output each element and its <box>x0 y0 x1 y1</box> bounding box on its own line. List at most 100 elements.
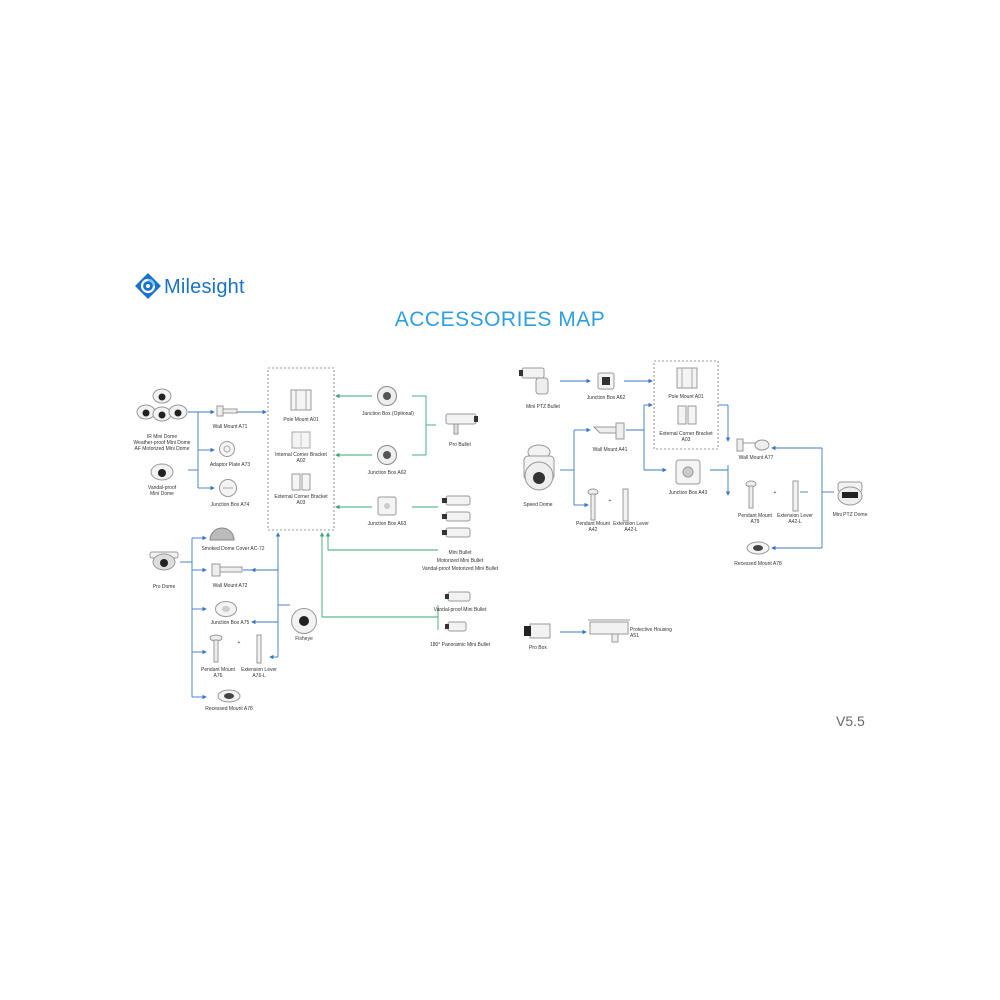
ir-mini-dome-label: IR Mini Dome <box>146 434 178 440</box>
pole-mount-a01-right-icon <box>676 367 698 389</box>
internal-corner-bracket-label-1: Internal Corner Bracket <box>275 452 327 458</box>
extension-lever-a42l-label-2: A42-L <box>624 527 638 533</box>
vandal-dome-icon <box>150 463 174 481</box>
junction-box-a63-icon <box>377 496 397 516</box>
weatherproof-mini-dome-label: Weather-proof Mini Dome <box>133 440 191 446</box>
pro-dome-icon <box>149 551 179 571</box>
extension-lever-a42l-right-icon <box>792 480 799 512</box>
panoramic-bullet-icon <box>445 621 467 632</box>
pro-box-icon <box>524 623 551 639</box>
junction-box-a43-icon <box>675 459 701 485</box>
pole-mount-a01-icon <box>290 389 312 411</box>
protective-housing-label-2: A51 <box>630 633 639 639</box>
external-corner-bracket-label-2: A03 <box>296 500 306 506</box>
wall-mount-a41-icon <box>592 422 625 440</box>
mini-dome-cameras-icon <box>136 388 188 422</box>
plus-sign-center: + <box>608 498 612 504</box>
adaptor-plate-a73-label: Adaptor Plate A73 <box>209 462 251 468</box>
mini-ptz-bullet-label: Mini PTZ Bullet <box>526 404 560 410</box>
junction-box-optional-icon <box>377 386 397 406</box>
mini-ptz-dome-label: Mini PTZ Dome <box>832 512 868 518</box>
pro-bullet-label: Pro Bullet <box>449 442 471 448</box>
pendant-mount-a76-label-2: A76 <box>213 673 223 679</box>
smoked-dome-cover-label: Smoked Dome Cover AC-72 <box>201 546 265 552</box>
pendant-mount-a42-label-2: A42 <box>588 527 598 533</box>
external-corner-bracket-icon <box>291 473 311 491</box>
extension-lever-a42l-label-1: Extension Lever <box>613 521 649 527</box>
external-corner-bracket-right-label-1: External Corner Bracket <box>659 431 713 437</box>
fisheye-icon <box>291 608 317 634</box>
panoramic-mini-bullet-label: 180° Panoramic Mini Bullet <box>429 642 491 648</box>
speed-dome-label: Speed Dome <box>523 502 553 508</box>
internal-corner-bracket-label-2: A02 <box>296 458 306 464</box>
protective-housing-label-1: Protective Housing <box>630 627 672 633</box>
recessed-mount-a78-right-icon <box>746 541 770 555</box>
pendant-mount-a79-label-1: Pendant Mount <box>738 513 772 519</box>
junction-box-optional-label: Junction Box (Optional) <box>362 411 414 417</box>
pendant-mount-a42-icon <box>587 488 599 521</box>
wall-mount-a72-label: Wall Mount A72 <box>212 583 248 589</box>
extension-lever-a42l-right-label-2: A42-L <box>788 519 802 525</box>
vandal-mini-bullet-icon <box>445 591 471 602</box>
junction-box-a75-icon <box>215 601 237 617</box>
milesight-logo-icon <box>135 273 161 299</box>
recessed-mount-a78-right-label: Recessed Mount A78 <box>734 561 782 567</box>
bracket-group-left <box>267 367 335 531</box>
pole-mount-a01-label: Pole Mount A01 <box>283 417 319 423</box>
protective-housing-icon <box>588 619 630 643</box>
junction-box-a63-label: Junction Box A63 <box>367 521 407 527</box>
motorized-mini-bullet-label: Motorized Mini Bullet <box>436 558 484 564</box>
page-title: ACCESSORIES MAP <box>394 308 606 331</box>
junction-box-a75-label: Junction Box A75 <box>210 620 250 626</box>
junction-box-a62-label: Junction Box A62 <box>367 470 407 476</box>
junction-box-a74-icon <box>219 479 237 497</box>
extension-lever-a76l-label-1: Extension Lever <box>241 667 277 673</box>
extension-lever-a76l-label-2: A76-L <box>252 673 266 679</box>
pendant-mount-a42-label-1: Pendant Mount <box>576 521 610 527</box>
mini-ptz-bullet-icon <box>519 367 549 395</box>
version-label: V5.5 <box>836 713 865 729</box>
plus-sign-left: + <box>237 640 241 646</box>
pendant-mount-a79-icon <box>745 480 757 509</box>
pendant-mount-a76-icon <box>209 634 223 663</box>
pendant-mount-a76-label-1: Pendant Mount <box>201 667 235 673</box>
external-corner-bracket-right-label-2: A03 <box>681 437 691 443</box>
pendant-mount-a79-label-2: A79 <box>750 519 760 525</box>
external-corner-bracket-label-1: External Corner Bracket <box>274 494 328 500</box>
junction-box-a62-right-label: Junction Box A62 <box>586 395 626 401</box>
wall-mount-a71-label: Wall Mount A71 <box>212 424 248 430</box>
wall-mount-a77-label: Wall Mount A77 <box>738 455 774 461</box>
vandal-proof-mini-dome-label-1: Vandal-proof <box>147 485 177 491</box>
plus-sign-right: + <box>773 490 777 496</box>
junction-box-a74-label: Junction Box A74 <box>210 502 250 508</box>
wall-mount-a72-icon <box>211 563 243 577</box>
wall-mount-a41-label: Wall Mount A41 <box>592 447 628 453</box>
vandal-mini-bullet-label: Vandal-proof Mini Bullet <box>433 607 487 613</box>
wall-mount-a77-icon <box>736 438 770 452</box>
extension-lever-a76l-icon <box>256 634 262 664</box>
smoked-dome-cover-icon <box>209 527 235 541</box>
brand-name: Milesight <box>164 276 245 298</box>
pro-bullet-icon <box>445 413 478 435</box>
vandal-motorized-mini-bullet-label: Vandal-proof Motorized Mini Bullet <box>421 566 499 572</box>
junction-box-a62-right-icon <box>597 372 615 390</box>
mini-bullet-label: Mini Bullet <box>448 550 472 556</box>
mini-bullets-icon <box>442 495 471 538</box>
extension-lever-a42l-right-label-1: Extension Lever <box>777 513 813 519</box>
external-corner-bracket-right-icon <box>677 405 697 425</box>
fisheye-label: Fisheye <box>295 636 313 642</box>
internal-corner-bracket-icon <box>291 431 311 449</box>
mini-ptz-dome-icon <box>837 481 863 506</box>
junction-box-a62-icon <box>377 445 397 465</box>
pro-dome-label: Pro Dome <box>152 584 176 590</box>
speed-dome-icon <box>523 444 555 491</box>
vandal-proof-mini-dome-label-2: Mini Dome <box>150 491 174 497</box>
pole-mount-a01-right-label: Pole Mount A01 <box>668 394 704 400</box>
junction-box-a43-label: Junction Box A43 <box>668 490 708 496</box>
recessed-mount-a78-label: Recessed Mount A78 <box>205 706 253 712</box>
adaptor-plate-a73-icon <box>219 441 235 457</box>
recessed-mount-a78-icon <box>217 689 241 703</box>
milesight-logo <box>133 271 243 303</box>
af-motorized-mini-dome-label: AF Motorized Mini Dome <box>134 446 190 452</box>
